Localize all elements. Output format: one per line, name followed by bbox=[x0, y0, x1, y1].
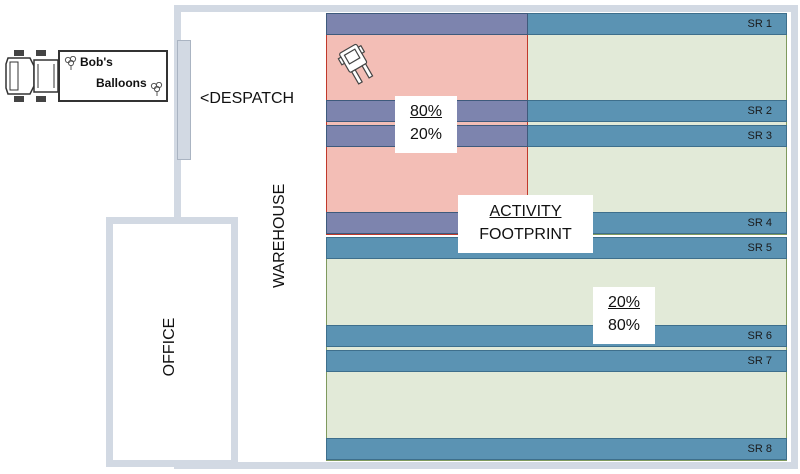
activity-label-line2: FOOTPRINT bbox=[479, 226, 572, 243]
reserve-zone-bottom-pct: 80% bbox=[607, 317, 641, 334]
rack-label: SR 3 bbox=[747, 130, 772, 142]
rack-sr8: SR 8 bbox=[326, 438, 787, 460]
active-zone-top-pct: 80% bbox=[409, 103, 443, 120]
activity-footprint-label: ACTIVITY FOOTPRINT bbox=[458, 195, 593, 253]
balloon-icon bbox=[150, 82, 163, 96]
reserve-zone-top-pct: 20% bbox=[607, 294, 641, 311]
delivery-truck: Bob's Balloons bbox=[2, 44, 168, 108]
rack-sr7: SR 7 bbox=[326, 350, 787, 372]
truck-brand-line1: Bob's bbox=[80, 55, 113, 69]
balloon-icon bbox=[64, 56, 77, 70]
warehouse-label: WAREHOUSE bbox=[271, 183, 288, 288]
rack-label: SR 2 bbox=[747, 105, 772, 117]
rack-label: SR 7 bbox=[747, 355, 772, 367]
rack-label: SR 6 bbox=[747, 330, 772, 342]
rack-sr6: SR 6 bbox=[326, 325, 787, 347]
truck-brand-line2: Balloons bbox=[96, 76, 147, 90]
truck-trailer: Bob's Balloons bbox=[58, 50, 168, 102]
rack-label: SR 1 bbox=[747, 18, 772, 30]
rack-label: SR 8 bbox=[747, 443, 772, 455]
truck-cab-icon bbox=[5, 50, 59, 102]
active-zone-split: 80% 20% bbox=[395, 96, 457, 153]
despatch-door bbox=[177, 40, 191, 160]
forklift-icon bbox=[332, 38, 382, 88]
rack-label: SR 4 bbox=[747, 217, 772, 229]
activity-label-line1: ACTIVITY bbox=[489, 203, 562, 220]
rack-sr1-active bbox=[326, 13, 528, 35]
reserve-zone-split: 20% 80% bbox=[593, 287, 655, 344]
reserve-zone-bottom bbox=[326, 237, 787, 461]
despatch-label: <DESPATCH bbox=[200, 90, 295, 107]
office-room bbox=[113, 224, 231, 460]
rack-label: SR 5 bbox=[747, 242, 772, 254]
active-zone-bottom-pct: 20% bbox=[409, 126, 443, 143]
office-label: OFFICE bbox=[161, 317, 178, 377]
